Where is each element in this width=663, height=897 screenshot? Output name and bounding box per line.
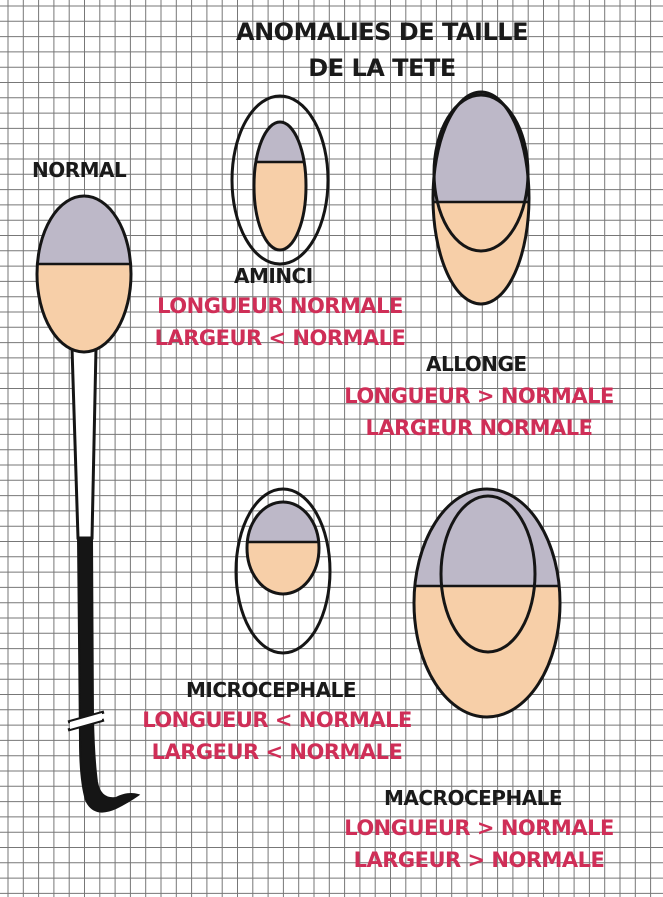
normal-label: NORMAL xyxy=(32,160,126,180)
aminci-desc-1: LONGUEUR NORMALE xyxy=(140,296,420,317)
microcephale-desc-1: LONGUEUR < NORMALE xyxy=(132,710,422,731)
macrocephale-head-group xyxy=(412,487,562,720)
macrocephale-desc-2: LARGEUR > NORMALE xyxy=(334,850,624,871)
title-line-1: ANOMALIES DE TAILLE xyxy=(222,20,542,44)
allonge-head-group xyxy=(430,90,532,308)
title-line-2: DE LA TETE xyxy=(222,56,542,80)
allonge-desc-1: LONGUEUR > NORMALE xyxy=(334,386,624,407)
normal-tail-midpiece xyxy=(72,348,96,538)
microcephale-label: MICROCEPHALE xyxy=(186,680,356,700)
normal-sperm-cell xyxy=(30,190,140,812)
allonge-label: ALLONGE xyxy=(426,354,527,374)
aminci-label: AMINCI xyxy=(234,266,313,286)
aminci-desc-2: LARGEUR < NORMALE xyxy=(140,328,420,349)
microcephale-desc-2: LARGEUR < NORMALE xyxy=(132,742,422,763)
macrocephale-label: MACROCEPHALE xyxy=(384,788,562,808)
allonge-desc-2: LARGEUR NORMALE xyxy=(334,418,624,439)
macrocephale-desc-1: LONGUEUR > NORMALE xyxy=(334,818,624,839)
